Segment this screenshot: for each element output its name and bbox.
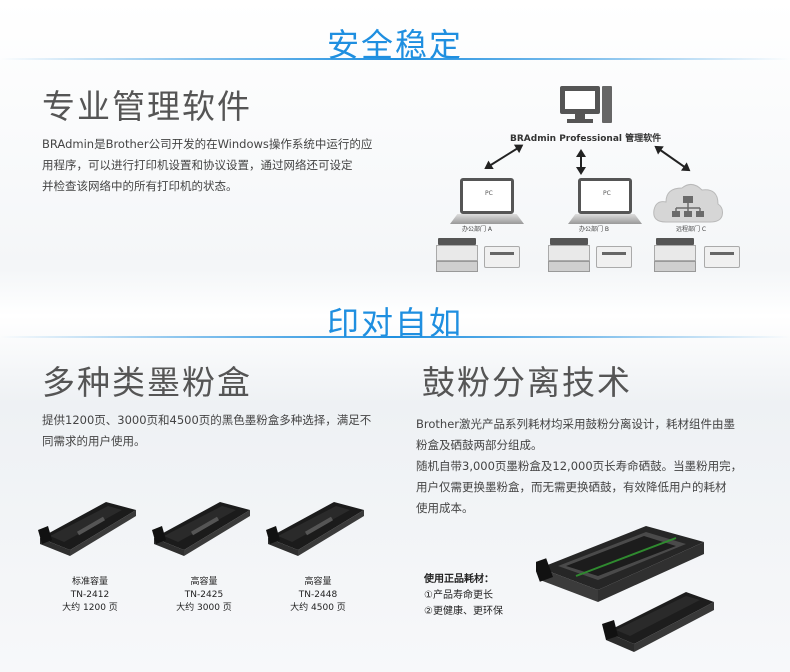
description-line: 用户仅需更换墨粉盒，而无需更换硒鼓，有效降低用户的耗材 — [416, 480, 727, 494]
description-line: 使用成本。 — [416, 501, 474, 515]
genuine-heading: 使用正品耗材： — [424, 574, 494, 585]
description-line: 随机自带3,000页墨粉盒及12,000页长寿命硒鼓。当墨粉用完， — [416, 459, 743, 473]
double-arrow-icon — [485, 144, 523, 169]
software-label: BRAdmin Professional 管理软件 — [510, 134, 662, 144]
cartridge-yield: 大约 4500 页 — [290, 603, 346, 613]
toner-cartridge-image — [36, 494, 140, 558]
description-line: Brother激光产品系列耗材均采用鼓粉分离设计，耗材组件由墨 — [416, 417, 735, 431]
drum-description: Brother激光产品系列耗材均采用鼓粉分离设计，耗材组件由墨 粉盒及硒鼓两部分… — [416, 414, 766, 519]
cartridge-model: TN-2425 — [184, 590, 224, 600]
description-line: 用程序，可以进行打印机设置和协议设置，通过网络还可设定 — [42, 158, 353, 172]
cartridge-caption: 高容量 TN-2448 大约 4500 页 — [268, 576, 368, 615]
computer-monitor-icon — [560, 82, 614, 124]
pc-label: PC — [603, 190, 611, 197]
management-description: BRAdmin是Brother公司开发的在Windows操作系统中运行的应 用程… — [42, 134, 402, 197]
cartridge-yield: 大约 3000 页 — [176, 603, 232, 613]
multifunction-printer-icon — [436, 238, 478, 272]
cartridge-model: TN-2448 — [298, 590, 338, 600]
cartridge-grade: 高容量 — [190, 577, 218, 587]
cartridge-model: TN-2412 — [70, 590, 110, 600]
management-title: 专业管理软件 — [42, 87, 252, 126]
toner-cartridge-image — [150, 494, 254, 558]
office-label: 远程部门 C — [676, 226, 707, 233]
genuine-benefit: ②更健康、更环保 — [424, 606, 503, 617]
cartridge-grade: 高容量 — [304, 577, 332, 587]
heading-divider — [0, 336, 790, 338]
cloud-network-icon — [652, 180, 724, 224]
laptop-icon: PC — [568, 178, 642, 230]
double-arrow-icon — [655, 146, 690, 171]
multifunction-printer-icon — [548, 238, 590, 272]
description-line: 并检查该网络中的所有打印机的状态。 — [42, 179, 238, 193]
cartridge-grade: 标准容量 — [71, 577, 108, 587]
genuine-benefit: ①产品寿命更长 — [424, 590, 493, 601]
section-heading-flexibility: 印对自如 — [326, 304, 463, 342]
double-arrow-icon — [580, 151, 582, 173]
description-line: 粉盒及硒鼓两部分组成。 — [416, 438, 543, 452]
description-line: BRAdmin是Brother公司开发的在Windows操作系统中运行的应 — [42, 137, 373, 151]
network-diagram: BRAdmin Professional 管理软件 PC PC 办公部门 A 办… — [420, 80, 760, 280]
pc-label: PC — [485, 190, 493, 197]
office-label: 办公部门 B — [579, 226, 610, 233]
toner-description: 提供1200页、3000页和4500页的黑色墨粉盒多种选择，满足不 同需求的用户… — [42, 410, 382, 452]
drum-unit-image — [533, 520, 716, 660]
section-heading-security: 安全稳定 — [326, 26, 463, 64]
description-line: 提供1200页、3000页和4500页的黑色墨粉盒多种选择，满足不 — [42, 413, 372, 427]
cartridge-caption: 标准容量 TN-2412 大约 1200 页 — [40, 576, 140, 615]
printer-icon — [484, 244, 520, 268]
genuine-supplies-note: 使用正品耗材： ①产品寿命更长 ②更健康、更环保 — [424, 572, 503, 620]
toner-cartridge-image — [264, 494, 368, 558]
printer-icon — [704, 244, 740, 268]
toner-title: 多种类墨粉盒 — [42, 363, 252, 402]
multifunction-printer-icon — [654, 238, 696, 272]
office-label: 办公部门 A — [462, 226, 493, 233]
laptop-icon: PC — [450, 178, 524, 230]
cartridge-yield: 大约 1200 页 — [62, 603, 118, 613]
drum-title: 鼓粉分离技术 — [422, 363, 632, 402]
cartridge-caption: 高容量 TN-2425 大约 3000 页 — [154, 576, 254, 615]
heading-divider — [0, 58, 790, 60]
printer-icon — [596, 244, 632, 268]
description-line: 同需求的用户使用。 — [42, 434, 146, 448]
